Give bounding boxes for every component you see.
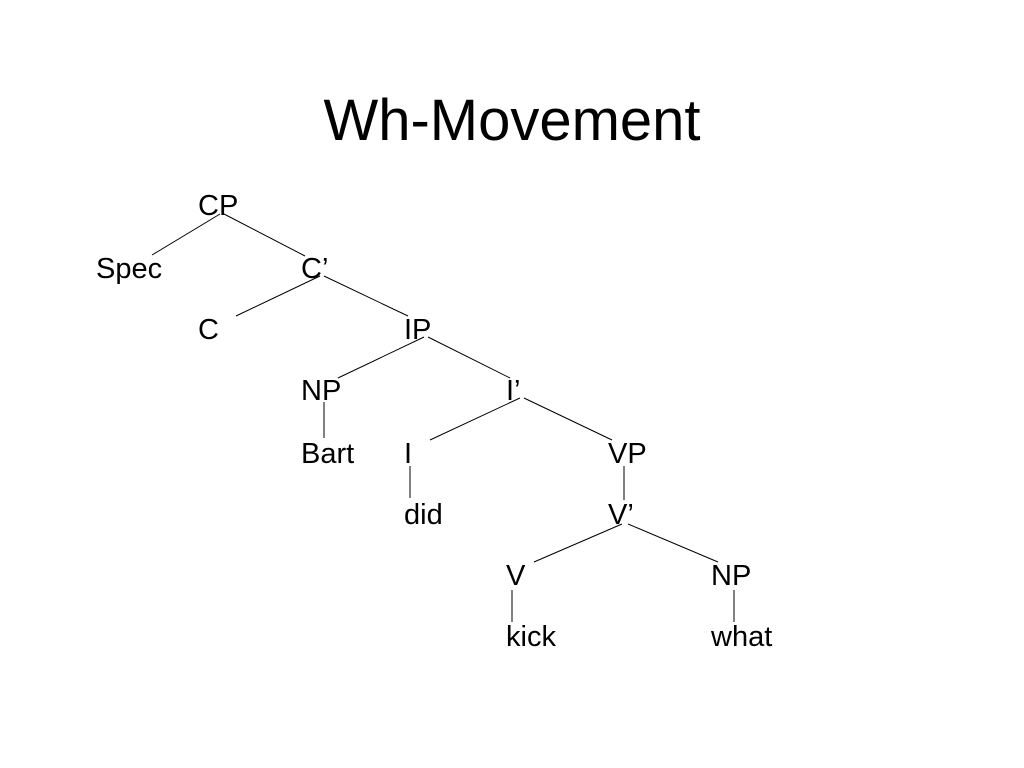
tree-node-ip: IP	[404, 314, 431, 346]
tree-edge-cp-to-c-bar	[223, 213, 306, 257]
tree-edge-c-bar-to-c	[235, 275, 321, 317]
slide-title: Wh-Movement	[323, 88, 701, 153]
tree-node-v-bar: V’	[608, 499, 634, 531]
tree-edge-v-bar-to-np-object	[627, 523, 719, 563]
tree-node-kick: kick	[506, 621, 556, 653]
tree-node-np-object: NP	[711, 560, 751, 592]
tree-nodes: CP Spec C’ C IP NP I’ Bart I VP did V’ V NP kick what	[96, 190, 772, 653]
tree-edge-cp-to-spec	[151, 213, 221, 256]
tree-node-did: did	[404, 499, 443, 531]
tree-node-c-bar: C’	[301, 253, 328, 285]
tree-edge-i-bar-to-i	[429, 397, 521, 441]
tree-edge-ip-to-np-subject	[337, 336, 425, 379]
tree-edge-v-bar-to-v	[533, 523, 623, 563]
tree-node-i: I	[404, 438, 412, 470]
tree-node-c: C	[198, 314, 219, 346]
tree-edge-c-bar-to-ip	[323, 275, 409, 317]
tree-node-spec: Spec	[96, 253, 162, 285]
tree-node-i-bar: I’	[506, 375, 521, 407]
tree-node-cp: CP	[198, 190, 238, 222]
tree-node-bart: Bart	[301, 438, 354, 470]
tree-node-what: what	[710, 621, 772, 653]
tree-edge-ip-to-i-bar	[427, 336, 511, 379]
tree-edges	[151, 213, 735, 622]
tree-node-vp: VP	[608, 438, 647, 470]
tree-node-v: V	[506, 560, 526, 592]
tree-edge-i-bar-to-vp	[523, 397, 613, 441]
tree-node-np-subject: NP	[301, 375, 341, 407]
